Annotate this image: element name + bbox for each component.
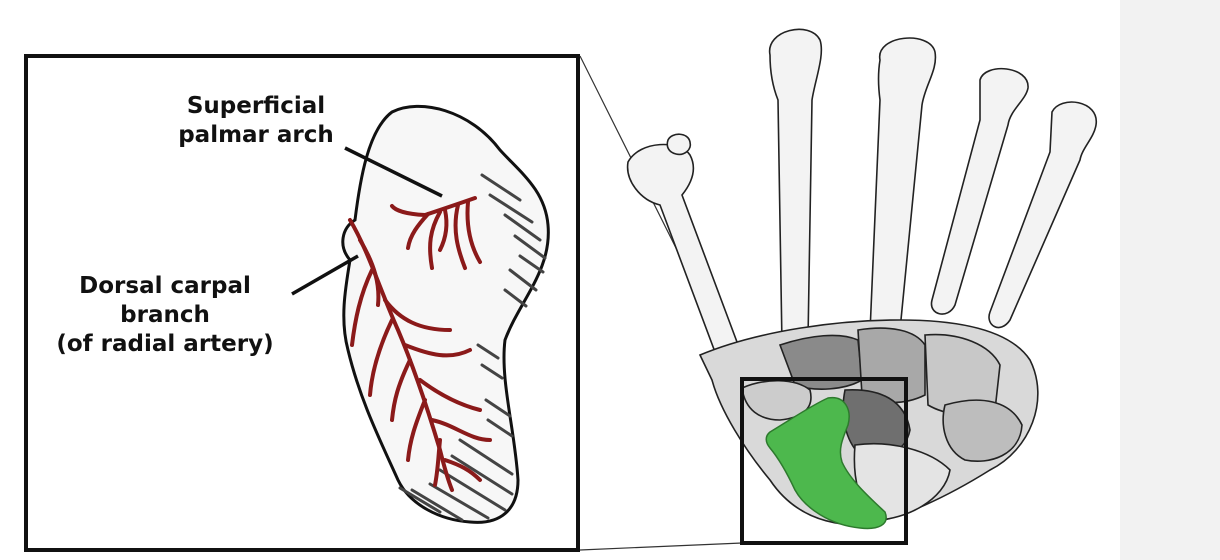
- label-superficial-palmar-arch: Superficial palmar arch: [156, 92, 356, 150]
- label-dorsal-carpal-branch: Dorsal carpal branch (of radial artery): [30, 272, 300, 359]
- zoom-line-bottom: [580, 543, 742, 550]
- hand-bones-illustration: [628, 29, 1097, 528]
